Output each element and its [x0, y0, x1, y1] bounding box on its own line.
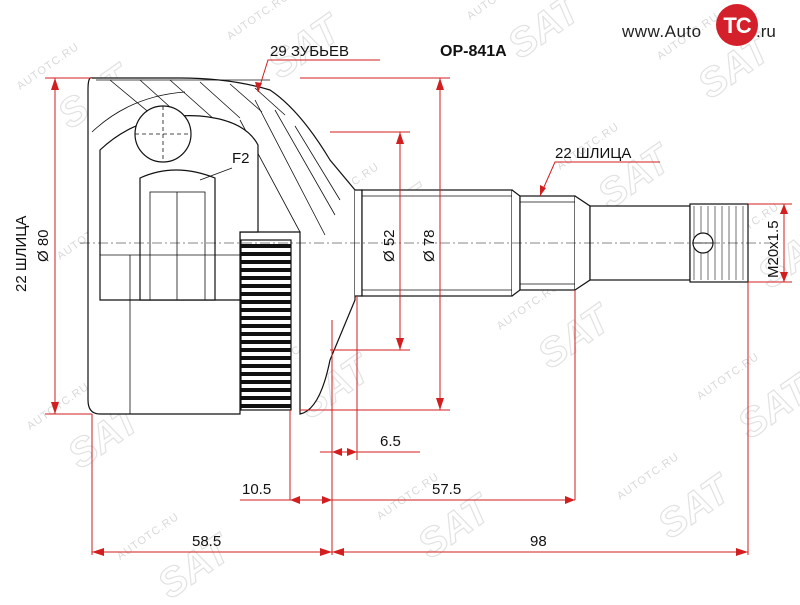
label-leaders — [255, 59, 660, 197]
abs-tooth — [241, 308, 291, 312]
dimension-lines — [45, 77, 792, 556]
abs-tooth — [241, 380, 291, 384]
inner-splines-label: 22 ШЛИЦА — [555, 145, 631, 162]
thread-label: M20x1.5 — [765, 220, 782, 278]
abs-tooth — [241, 356, 291, 360]
abs-tooth — [241, 404, 291, 408]
dim-6-5: 6.5 — [380, 433, 401, 450]
abs-tooth — [241, 316, 291, 320]
abs-tooth — [241, 340, 291, 344]
watermark-text: AUTOTC.RU — [15, 41, 82, 93]
abs-tooth — [241, 260, 291, 264]
abs-diameter-label: Ø 78 — [421, 229, 438, 262]
abs-tooth — [241, 276, 291, 280]
abs-tooth — [241, 252, 291, 256]
dimension-arrows — [51, 78, 788, 556]
part-number: OP-841A — [440, 43, 507, 60]
dim-58-5: 58.5 — [192, 533, 221, 550]
cv-joint-outline — [80, 77, 770, 415]
abs-tooth — [241, 244, 291, 248]
outer-splines-label: 22 ШЛИЦА — [13, 216, 30, 292]
watermark-logo: SAT — [530, 295, 621, 377]
watermark-text: AUTOTC.RU — [25, 381, 92, 433]
body-diameter-label: Ø 80 — [35, 229, 52, 262]
abs-tooth — [241, 332, 291, 336]
brand-logo-text: TC — [723, 13, 751, 38]
abs-tooth — [241, 372, 291, 376]
abs-tooth — [241, 284, 291, 288]
teeth-label: 29 ЗУБЬЕВ — [270, 43, 349, 60]
abs-tooth — [241, 364, 291, 368]
abs-tooth — [241, 292, 291, 296]
watermark-text: AUTOTC.RU — [615, 451, 682, 503]
brand-suffix: .ru — [756, 22, 776, 41]
watermark-logo: SAT — [650, 465, 741, 547]
abs-ring-teeth — [241, 244, 291, 408]
abs-tooth — [241, 348, 291, 352]
f2-label: F2 — [232, 150, 250, 167]
dim-57-5: 57.5 — [432, 481, 461, 498]
brand-prefix: www.Auto — [622, 22, 702, 41]
shaft-diameter-label: Ø 52 — [381, 229, 398, 262]
watermark-logo: SAT — [500, 0, 591, 67]
abs-tooth — [241, 324, 291, 328]
dim-98: 98 — [530, 533, 547, 550]
watermark-logo: SAT — [730, 365, 800, 447]
abs-tooth — [241, 388, 291, 392]
site-brand: www.Auto TC .ru — [622, 4, 792, 50]
abs-tooth — [241, 268, 291, 272]
abs-tooth — [241, 300, 291, 304]
dim-10-5: 10.5 — [242, 481, 271, 498]
watermark-text: AUTOTC.RU — [115, 511, 182, 563]
abs-tooth — [241, 396, 291, 400]
autotc-logo-icon: TC — [716, 4, 758, 46]
watermark-text: AUTOTC.RU — [695, 351, 762, 403]
